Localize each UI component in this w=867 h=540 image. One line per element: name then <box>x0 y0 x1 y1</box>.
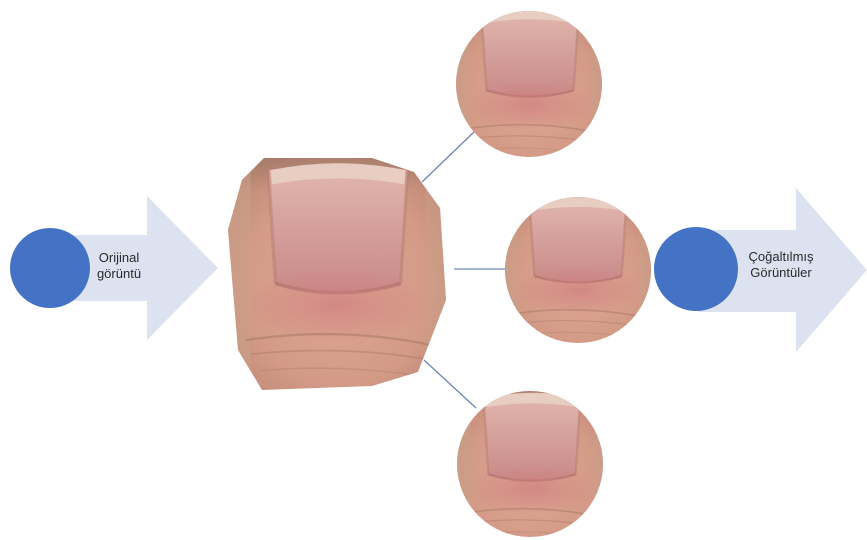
input-circle <box>10 228 90 308</box>
connector-line-bottom <box>424 360 476 408</box>
connector-line-top <box>422 131 475 182</box>
augmented-nail-image-middle <box>500 192 656 348</box>
output-label-line-2: Görüntüler <box>735 265 827 281</box>
input-label: Orijinal görüntü <box>87 250 151 282</box>
output-circle <box>654 227 738 311</box>
output-label: Çoğaltılmış Görüntüler <box>735 249 827 281</box>
output-label-line-1: Çoğaltılmış <box>735 249 827 265</box>
augmented-nail-image-top <box>452 4 608 164</box>
original-nail-image <box>226 156 450 392</box>
augmented-nail-image-bottom <box>454 388 610 540</box>
input-label-line-1: Orijinal <box>87 250 151 266</box>
input-label-line-2: görüntü <box>87 266 151 282</box>
